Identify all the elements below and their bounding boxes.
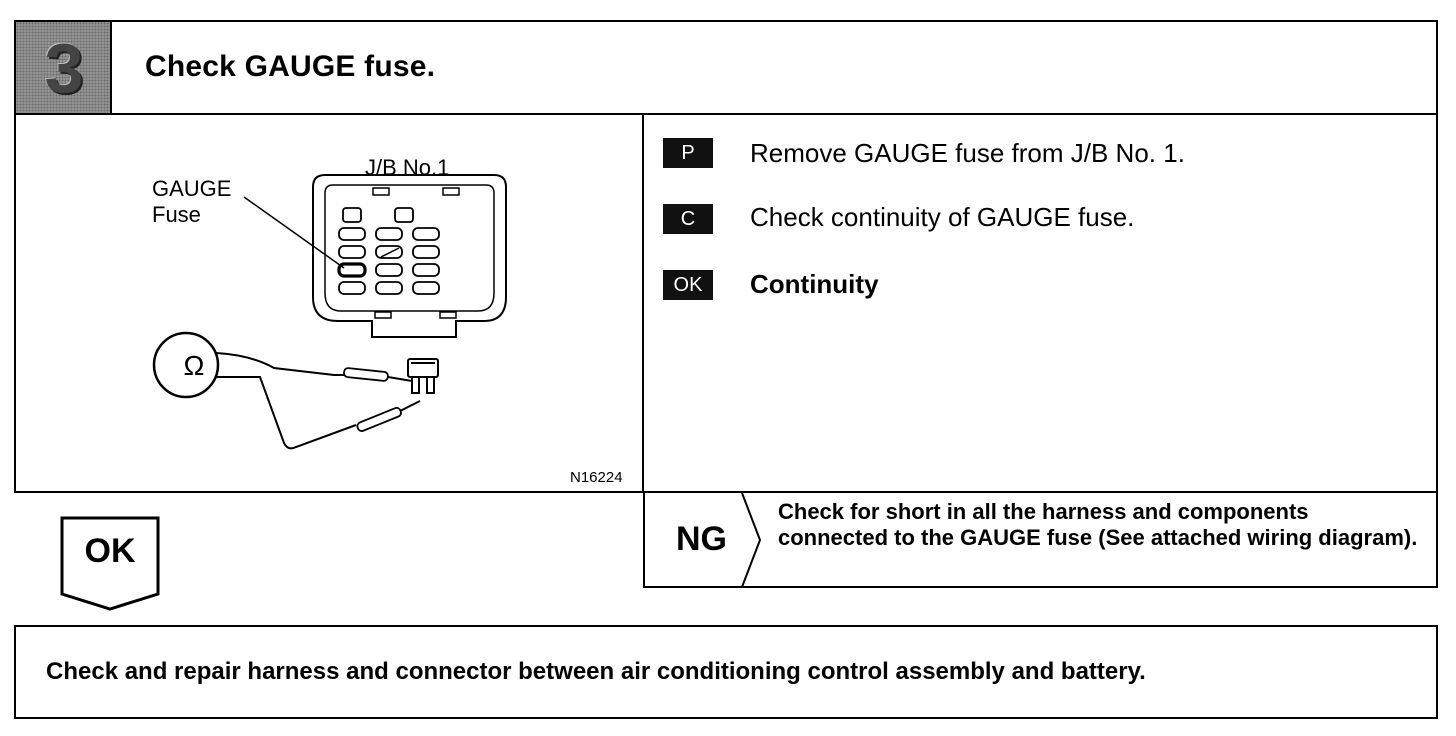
figure-id: N16224 — [570, 469, 623, 486]
ohm-symbol: Ω — [183, 350, 205, 381]
fuse-icon — [407, 358, 439, 394]
ok-badge-shape — [60, 516, 160, 611]
step-number-cell — [16, 22, 112, 113]
ok-condition-text: Continuity — [750, 269, 879, 299]
check-tag: C — [663, 204, 713, 234]
step-title: Check GAUGE fuse. — [145, 50, 436, 83]
procedure-text: Remove GAUGE fuse from J/B No. 1. — [750, 138, 1185, 168]
fuse-check-diagram — [152, 174, 507, 450]
junction-block-label: J/B No.1 — [365, 155, 450, 180]
ok-condition-tag: OK — [663, 270, 713, 300]
ohmmeter-icon — [152, 331, 220, 399]
check-text: Check continuity of GAUGE fuse. — [750, 202, 1135, 232]
fuse-label-line2: Fuse — [152, 202, 201, 227]
step-body — [14, 113, 1438, 493]
step-header — [14, 20, 1438, 115]
ok-result-label: OK — [84, 532, 136, 570]
fuse-label-line1: GAUGE — [152, 176, 232, 201]
ng-arrow-divider — [741, 493, 762, 587]
fuse-leader-line — [243, 196, 345, 269]
next-step-box — [14, 625, 1438, 719]
procedure-tag: P — [663, 138, 713, 168]
column-divider — [642, 113, 644, 493]
step-number: 3 — [44, 28, 84, 107]
junction-block-outline — [312, 174, 507, 338]
ng-result-text: Check for short in all the harness and c… — [778, 499, 1418, 550]
ng-result-label: NG — [676, 520, 727, 558]
ng-result-box — [643, 492, 1438, 588]
next-step-text: Check and repair harness and connector b… — [46, 658, 1146, 685]
